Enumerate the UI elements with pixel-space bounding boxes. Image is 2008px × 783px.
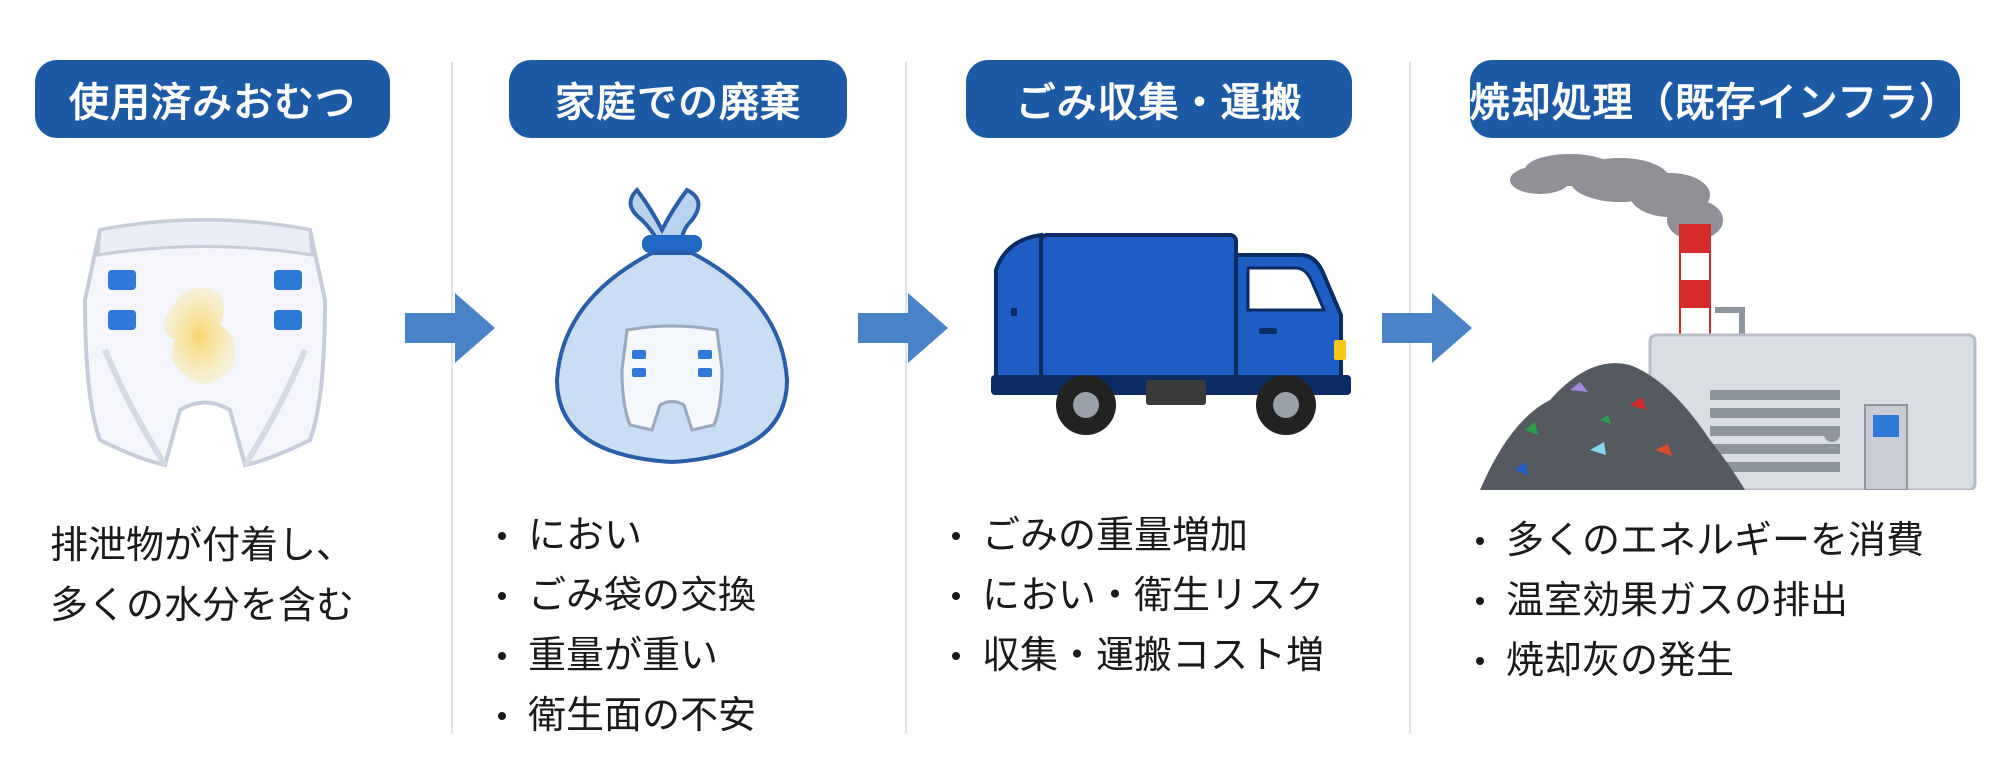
bullet-item: 焼却灰の発生 <box>1470 630 1924 690</box>
stage-bullets: 多くのエネルギーを消費 温室効果ガスの排出 焼却灰の発生 <box>1470 510 1924 690</box>
bullet-item: ごみ袋の交換 <box>492 565 756 625</box>
incinerator-plant-icon <box>1480 154 1977 490</box>
bullet-item: 多くのエネルギーを消費 <box>1470 510 1924 570</box>
stage-title: 使用済みおむつ <box>35 60 390 138</box>
bullet-item: におい・衛生リスク <box>946 565 1324 625</box>
stage-divider <box>905 62 907 734</box>
bullet-item: におい <box>492 505 756 565</box>
bullet-item: 衛生面の不安 <box>492 685 756 745</box>
garbage-truck-icon <box>991 232 1351 435</box>
flow-arrow-icon <box>1382 293 1472 363</box>
used-diaper-icon <box>82 218 328 468</box>
stage-home-disposal: 家庭での廃棄 におい ごみ袋の交換 重量が重い 衛生面の不安 <box>452 0 906 783</box>
stage-bullets: ごみの重量増加 におい・衛生リスク 収集・運搬コスト増 <box>946 505 1324 685</box>
stage-description: 排泄物が付着し、 多くの水分を含む <box>50 515 354 635</box>
bullet-item: 重量が重い <box>492 625 756 685</box>
stage-divider <box>451 62 453 734</box>
stage-incineration: 焼却処理（既存インフラ） <box>1410 0 2008 783</box>
flow-arrow-icon <box>405 293 495 363</box>
stage-bullets: におい ごみ袋の交換 重量が重い 衛生面の不安 <box>492 505 756 745</box>
bullet-item: 温室効果ガスの排出 <box>1470 570 1924 630</box>
stage-collection-transport: ごみ収集・運搬 ごみの重量増加 におい・衛生リスク 収集・運搬コスト増 <box>906 0 1410 783</box>
stage-title: 家庭での廃棄 <box>509 60 847 138</box>
description-line: 排泄物が付着し、 <box>50 523 355 567</box>
stage-title: 焼却処理（既存インフラ） <box>1470 60 1960 138</box>
garbage-bag-icon <box>554 186 790 465</box>
description-line: 多くの水分を含む <box>50 583 355 627</box>
stage-title: ごみ収集・運搬 <box>966 60 1352 138</box>
bullet-item: 収集・運搬コスト増 <box>946 625 1324 685</box>
stage-used-diaper: 使用済みおむつ 排泄物が付着し、 多くの水分を含む <box>0 0 452 783</box>
stage-divider <box>1409 62 1411 734</box>
bullet-item: ごみの重量増加 <box>946 505 1324 565</box>
flow-arrow-icon <box>858 293 948 363</box>
